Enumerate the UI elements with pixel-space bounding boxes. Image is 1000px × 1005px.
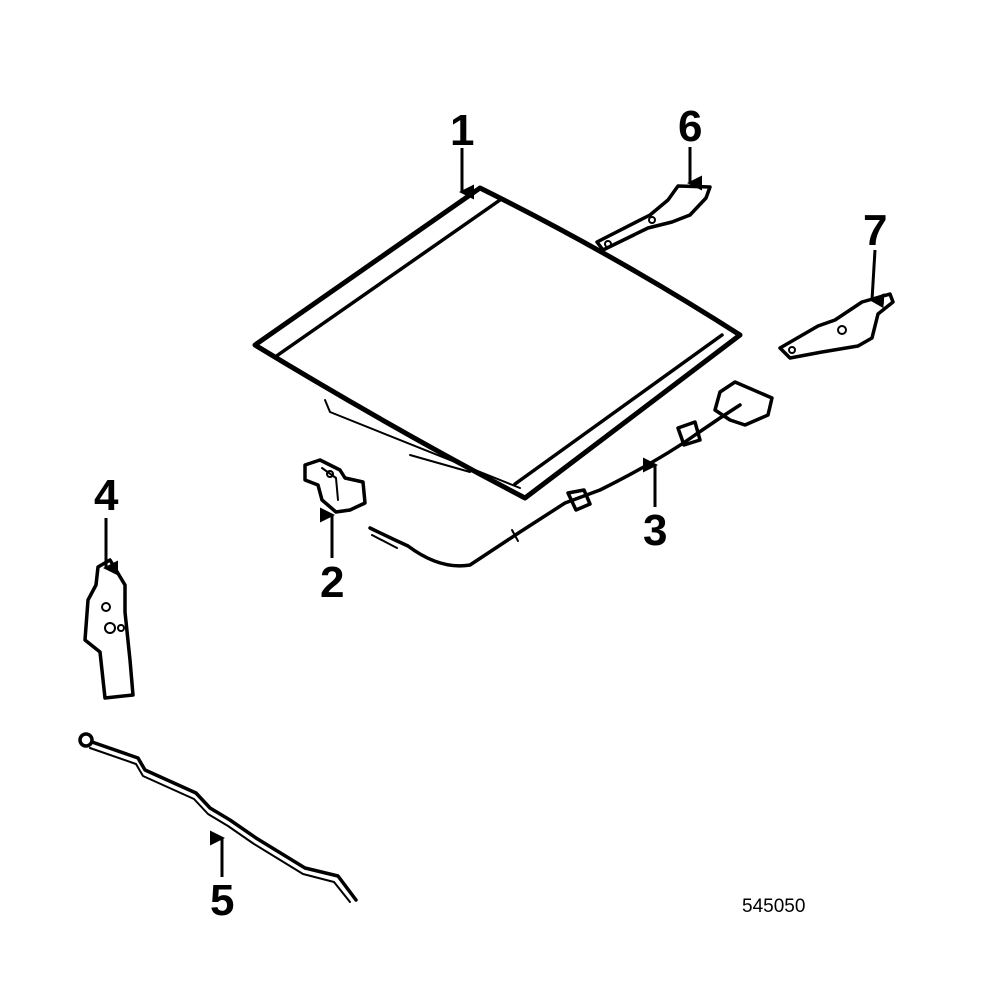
callout-label-3: 3	[643, 506, 667, 555]
callout-arrow-7	[869, 249, 885, 309]
right-hood-hinge	[778, 292, 895, 360]
hood-hinge	[83, 558, 135, 700]
hood-panel	[252, 185, 743, 501]
hood-latch	[303, 458, 367, 514]
diagram-reference-code: 545050	[742, 896, 805, 917]
release-cable	[368, 380, 774, 568]
callout-label-7: 7	[863, 206, 887, 255]
left-hood-hinge	[595, 184, 712, 252]
callout-label-1: 1	[450, 106, 474, 155]
callout-label-6: 6	[678, 102, 702, 151]
callout-label-2: 2	[320, 558, 344, 607]
callout-label-4: 4	[94, 471, 119, 520]
hood-prop-rod	[78, 732, 358, 903]
callout-label-5: 5	[210, 876, 234, 925]
callout-arrows	[103, 147, 885, 877]
